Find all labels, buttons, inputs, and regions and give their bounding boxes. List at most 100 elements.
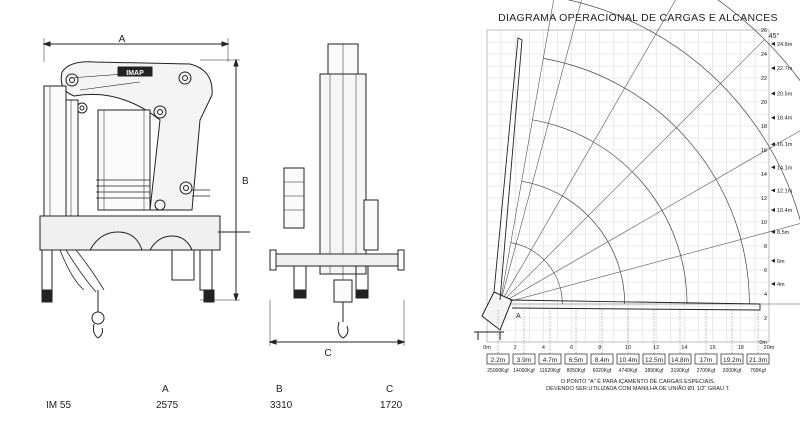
height-arrow <box>771 41 775 46</box>
height-arrow <box>771 165 775 170</box>
height-arrow <box>771 66 775 71</box>
load-label: 700Kgf <box>750 368 766 374</box>
reach-box <box>694 353 718 365</box>
dim-c-label: C <box>324 348 331 359</box>
load-label: 25000Kgf <box>487 368 509 374</box>
reach-arc <box>543 58 750 305</box>
load-label: 3890Kgf <box>645 368 664 374</box>
reach-arcs <box>510 0 800 305</box>
y-tick-label: 10 <box>761 220 767 226</box>
reach-arc <box>510 242 563 305</box>
reach-arc <box>521 180 626 305</box>
x-tick-label: 10 <box>625 345 631 351</box>
reach-box <box>720 353 744 365</box>
reach-label: 4.7m <box>543 357 557 364</box>
angle-ray <box>499 0 676 305</box>
y-tick-label: 8 <box>764 244 767 250</box>
boom-drawing <box>474 37 761 340</box>
reach-label: 19.2m <box>723 357 741 364</box>
height-arrow <box>771 91 775 96</box>
dim-a-label: A <box>119 34 126 45</box>
x-tick-label: 0m <box>483 345 491 351</box>
height-marker-label: 10.4m <box>777 208 793 214</box>
angle-ray <box>499 130 800 305</box>
reach-label: 3.9m <box>517 357 531 364</box>
angle-rays <box>499 0 800 305</box>
height-marker-label: 22.7m <box>777 66 793 72</box>
y-tick-label: 0m <box>759 340 767 346</box>
x-tick-label: 14 <box>681 345 687 351</box>
brand-plate: IMAP <box>126 70 144 77</box>
diagram-title: DIAGRAMA OPERACIONAL DE CARGAS E ALCANCE… <box>498 12 778 24</box>
note-line-1: O PONTO "A" É PARA IÇAMENTO DE CARGAS ES… <box>561 378 716 385</box>
spec-header-a: A <box>162 384 169 395</box>
load-label: 2700Kgf <box>697 368 716 374</box>
y-tick-label: 18 <box>761 124 767 130</box>
height-marker-label: 16.1m <box>777 142 793 148</box>
reach-label: 12.5m <box>645 357 663 364</box>
height-marker-label: 20.5m <box>777 91 793 97</box>
x-tick-label: 20m <box>764 345 775 351</box>
x-tick-label: 16 <box>710 345 716 351</box>
reach-box <box>642 353 666 365</box>
reach-box <box>668 353 692 365</box>
y-tick-label: 16 <box>761 148 767 154</box>
reach-box <box>564 353 588 365</box>
height-arrow <box>771 142 775 147</box>
reach-label: 17m <box>700 357 713 364</box>
reach-box <box>486 353 510 365</box>
height-arrow <box>771 188 775 193</box>
load-label: 4740Kgf <box>619 368 638 374</box>
height-marker-label: 6m <box>777 259 785 265</box>
reach-box <box>746 353 770 365</box>
height-marker-label: 8.5m <box>777 230 790 236</box>
reach-box <box>538 353 562 365</box>
spec-value-b: 3310 <box>270 400 293 411</box>
y-tick-label: 20 <box>761 100 767 106</box>
y-tick-label: 24 <box>761 52 767 58</box>
load-label: 14000Kgf <box>513 368 535 374</box>
reach-label: 10.4m <box>619 357 637 364</box>
reach-label: 2.2m <box>491 357 505 364</box>
y-tick-label: 2 <box>764 316 767 322</box>
x-tick-label: 2 <box>514 345 517 351</box>
y-tick-label: 26 <box>761 28 767 34</box>
height-marker-label: 14.1m <box>777 165 793 171</box>
angle-label: 45° <box>769 32 780 40</box>
reach-arc <box>717 0 800 82</box>
crane-front-view: A B IMAP <box>39 34 250 339</box>
y-tick-label: 6 <box>764 268 767 274</box>
reach-box <box>616 353 640 365</box>
x-tick-label: 4 <box>542 345 545 351</box>
note-line-2: DEVENDO SER UTILIZADA COM MANILHA DE UNI… <box>546 385 730 392</box>
height-arrow <box>771 115 775 120</box>
x-tick-label: 12 <box>653 345 659 351</box>
reach-label: 8.4m <box>595 357 609 364</box>
spec-header-b: B <box>276 384 283 395</box>
reach-arc <box>567 0 800 221</box>
angle-labels: 80°75°60°45°30°15°0° <box>769 32 780 40</box>
y-tick-label: 22 <box>761 76 767 82</box>
load-label: 8050Kgf <box>567 368 586 374</box>
y-tick-label: 12 <box>761 196 767 202</box>
reach-label: 14.8m <box>671 357 689 364</box>
height-arrow <box>771 208 775 212</box>
spec-model: IM 55 <box>46 400 72 411</box>
reach-arc <box>532 119 688 305</box>
load-label: 3190Kgf <box>671 368 690 374</box>
point-a-label: A <box>516 313 521 320</box>
angle-ray <box>499 0 554 305</box>
spec-header-c: C <box>386 384 394 395</box>
y-tick-label: 4 <box>764 292 767 298</box>
angle-ray <box>499 0 582 305</box>
reach-box <box>512 353 536 365</box>
dim-b-label: B <box>242 176 249 187</box>
height-marker-label: 18.4m <box>777 116 793 122</box>
diagram-grid <box>486 29 770 343</box>
height-marker-label: 24.8m <box>777 42 793 48</box>
angle-ray <box>499 39 765 305</box>
x-tick-label: 6 <box>570 345 573 351</box>
